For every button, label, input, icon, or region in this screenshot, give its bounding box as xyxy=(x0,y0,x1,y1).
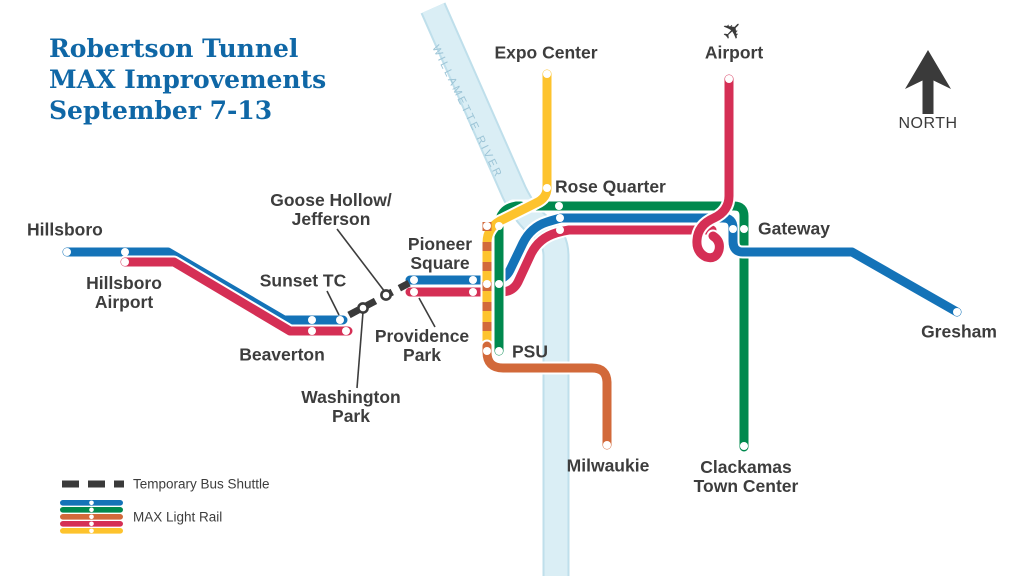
dot-pioneer-square-red xyxy=(469,288,477,296)
dot-sunset-tc-red xyxy=(342,327,350,335)
station-label-washington-park: Washington Park xyxy=(301,387,401,426)
dot-gresham xyxy=(953,308,961,316)
pointer-washington-park xyxy=(356,311,364,389)
dot-beaverton-blue xyxy=(308,316,316,324)
red-line-airport-loop xyxy=(690,72,736,265)
station-label-beaverton: Beaverton xyxy=(239,344,325,365)
dot-mall-pioneer-green xyxy=(495,280,503,288)
pointer-providence-park xyxy=(418,297,436,328)
legend-shuttle-label: Temporary Bus Shuttle xyxy=(133,476,270,492)
legend-max-sample xyxy=(60,500,123,534)
dot-beaverton-red xyxy=(308,327,316,335)
title-line-3: September 7-13 xyxy=(49,96,273,125)
station-label-providence-park: Providence Park xyxy=(374,326,470,365)
dot-washington-park-shuttle xyxy=(357,302,369,314)
station-label-gresham: Gresham xyxy=(921,321,997,342)
orange-line-milwaukie xyxy=(480,339,614,452)
legend-max-label: MAX Light Rail xyxy=(133,509,223,525)
green-line-east xyxy=(506,199,751,454)
station-label-milwaukie: Milwaukie xyxy=(566,455,650,476)
station-label-clackamas: Clackamas Town Center xyxy=(693,457,799,496)
dot-hillsboro-airport-red xyxy=(121,258,129,266)
station-label-rose-quarter: Rose Quarter xyxy=(555,176,666,197)
label-pointers xyxy=(326,228,436,389)
north-arrow-icon xyxy=(905,50,951,114)
title-line-2: MAX Improvements xyxy=(49,65,327,94)
dot-providence-park-red xyxy=(410,288,418,296)
station-label-pioneer-square: Pioneer Square xyxy=(407,234,473,273)
dot-mall-pioneer-yellow xyxy=(483,280,491,288)
dot-hillsboro-airport-blue xyxy=(121,248,129,256)
blue-line-central xyxy=(403,211,964,319)
north-label: NORTH xyxy=(898,115,958,132)
map-title: Robertson Tunnel MAX Improvements Septem… xyxy=(49,33,326,126)
dot-hillsboro xyxy=(63,248,71,256)
title-line-1: Robertson Tunnel xyxy=(49,34,299,63)
station-label-expo-center: Expo Center xyxy=(494,42,598,63)
dot-expo-center xyxy=(543,70,551,78)
dot-mall-top-yellow xyxy=(483,222,491,230)
dot-airport xyxy=(725,75,733,83)
dot-psu-yellow xyxy=(483,347,491,355)
station-label-hillsboro: Hillsboro xyxy=(27,219,103,240)
dot-rose-quarter-blue xyxy=(556,214,564,222)
dot-rose-quarter-yellow xyxy=(543,184,551,192)
red-line-west xyxy=(118,255,355,338)
shuttle-dashed-line xyxy=(347,277,415,319)
dot-providence-park-blue xyxy=(410,276,418,284)
station-dots xyxy=(63,70,961,450)
pointer-goose-hollow xyxy=(336,228,386,293)
station-label-hillsboro-airport: Hillsboro Airport xyxy=(86,273,162,312)
dot-gateway-green xyxy=(740,225,748,233)
dot-pioneer-square-blue xyxy=(469,276,477,284)
pointer-sunset-tc xyxy=(326,290,340,316)
station-label-goose-hollow: Goose Hollow/ Jefferson xyxy=(270,190,392,229)
station-label-gateway: Gateway xyxy=(758,218,830,239)
dot-goose-hollow-shuttle xyxy=(380,289,392,301)
station-label-airport: Airport xyxy=(704,42,764,63)
dot-psu-green xyxy=(495,347,503,355)
dot-rose-quarter-red xyxy=(556,226,564,234)
dot-mall-top-green xyxy=(495,222,503,230)
station-label-psu: PSU xyxy=(512,341,548,362)
dot-gateway-blue xyxy=(729,225,737,233)
dot-clackamas xyxy=(740,442,748,450)
yellow-line xyxy=(480,67,554,358)
station-label-sunset-tc: Sunset TC xyxy=(259,270,347,291)
dot-sunset-tc-blue xyxy=(336,316,344,324)
dot-rose-quarter-green xyxy=(555,202,563,210)
dot-milwaukie xyxy=(603,441,611,449)
dot-gateway-red xyxy=(718,225,726,233)
